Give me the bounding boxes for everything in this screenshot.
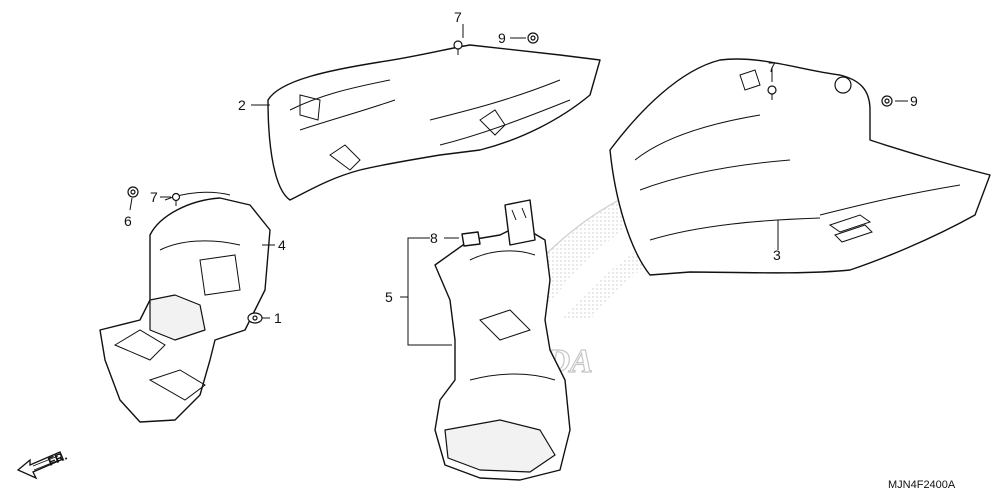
part-7-screw-right[interactable]	[767, 85, 777, 100]
callout-2: 2	[238, 97, 246, 113]
callout-8: 8	[430, 230, 438, 246]
callout-7-left: 7	[150, 189, 158, 205]
part-5-inner-panel[interactable]	[434, 199, 571, 481]
front-direction-label: FR.	[46, 449, 69, 469]
callout-9-right: 9	[910, 93, 918, 109]
part-6-bolt[interactable]	[127, 186, 139, 198]
part-8-clip[interactable]	[461, 231, 481, 247]
part-3-side-cover[interactable]	[609, 58, 991, 276]
callout-5: 5	[385, 289, 393, 305]
part-7-screw-left[interactable]	[171, 192, 181, 207]
front-direction-arrow-icon	[16, 451, 64, 480]
callout-7-top: 7	[454, 9, 462, 25]
part-4-inner-cover[interactable]	[99, 191, 271, 423]
part-9-rivet-right[interactable]	[881, 95, 893, 107]
callout-9-top: 9	[498, 30, 506, 46]
part-1-grommet[interactable]	[247, 312, 263, 324]
callout-1: 1	[274, 310, 282, 326]
part-7-screw-top[interactable]	[453, 40, 463, 55]
diagram-code: MJN4F2400A	[888, 479, 956, 491]
part-9-rivet-top[interactable]	[527, 32, 539, 44]
callout-7-right: 7	[768, 59, 776, 75]
part-2-side-cover[interactable]	[267, 44, 601, 201]
callout-4: 4	[278, 237, 286, 253]
callout-6: 6	[124, 213, 132, 229]
leader-lines	[129, 24, 908, 346]
callout-3: 3	[773, 247, 781, 263]
